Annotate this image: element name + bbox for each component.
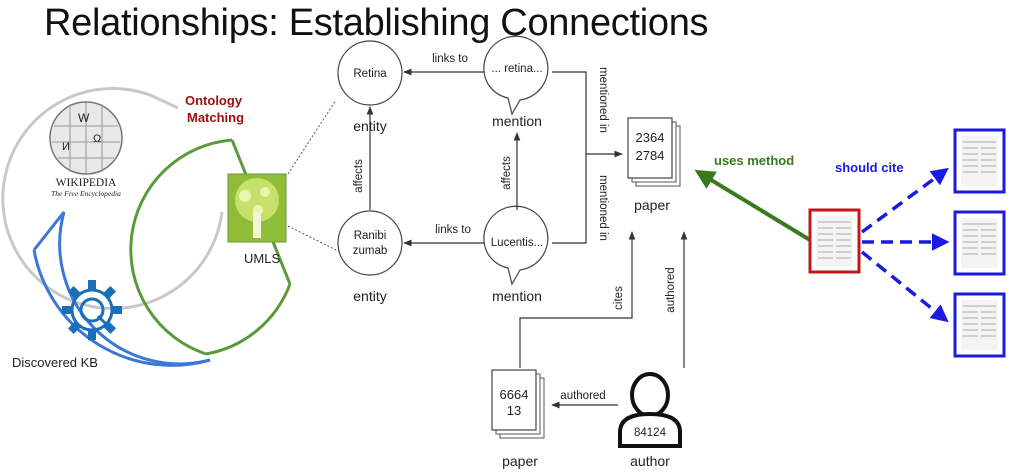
entity-ranibi-line2: zumab [353,245,388,257]
svg-text:И: И [62,141,70,153]
should-cite-label: should cite [835,160,904,175]
kb-arc [32,211,211,367]
svg-text:Ω: Ω [93,133,101,145]
cited-document-3 [953,292,1006,358]
edge-links-to-bottom: links to [435,224,471,236]
mention-node-lucentis [483,205,549,286]
gear-icon [62,280,122,340]
entity-node-retina [337,40,403,106]
cited-document-2 [953,210,1006,276]
mention-lucentis-text: Lucentis... [491,237,543,249]
uses-method-label: uses method [714,153,794,168]
author-id: 84124 [634,427,667,439]
discovered-kb-label: Discovered KB [12,355,98,370]
ontology-label-line1: Ontology [185,93,243,108]
source-document [808,208,861,274]
paper-id-line2: 2784 [636,148,665,163]
author-icon [618,372,682,448]
wikipedia-name: WIKIPEDIA [56,177,117,189]
paper-node-main [627,117,681,187]
edge-cites: cites [613,286,625,310]
edge-affects-left: affects [353,159,365,193]
edge-authored-up: authored [665,267,677,312]
mention-node-retina [483,35,549,116]
edge-authored-left: authored [560,390,605,402]
paper-id-line1: 2364 [636,130,665,145]
umls-label: UMLS [244,251,280,266]
svg-text:W: W [78,111,90,125]
paper-caption-citing: paper [502,453,538,469]
author-caption: author [630,453,670,469]
slide-title: Relationships: Establishing Connections [44,2,709,44]
paper-caption-main: paper [634,197,670,213]
wikipedia-logo: W Ω И WIKIPEDIA The Free Encyclopedia [49,101,123,198]
cited-document-1 [953,128,1006,194]
edge-affects-right: affects [501,156,513,190]
paper2-id-line1: 6664 [500,387,529,402]
wikipedia-tagline: The Free Encyclopedia [51,189,121,198]
ontology-label-line2: Matching [187,110,244,125]
entity-caption-bottom: entity [353,288,386,304]
entity-ranibi-line1: Ranibi [354,230,387,242]
wikipedia-arc [1,87,224,310]
umls-logo [227,173,287,243]
entity-node-ranibizumab [337,210,403,276]
edge-links-to-top: links to [432,53,468,65]
paper2-id-line2: 13 [507,403,521,418]
mention-retina-text: ... retina... [491,63,542,75]
mention-caption-bottom: mention [492,288,542,304]
paper-node-citing [491,369,545,439]
mention-caption-top: mention [492,113,542,129]
edge-mentioned-in-top: mentioned in [597,67,609,133]
entity-retina-label: Retina [353,68,387,80]
edge-mentioned-in-bottom: mentioned in [597,175,609,241]
